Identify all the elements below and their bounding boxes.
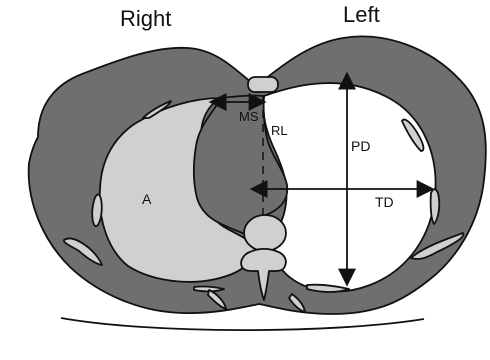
area-label: A [142,191,152,207]
rib-right-1 [92,194,102,226]
right-side-label: Right [120,6,171,31]
td-label: TD [375,194,394,210]
ms-label: MS [239,109,259,124]
vertebral-body [244,215,286,251]
left-side-label: Left [343,2,380,27]
sternum [248,77,278,92]
rl-label: RL [271,123,288,138]
pd-label: PD [351,138,370,154]
